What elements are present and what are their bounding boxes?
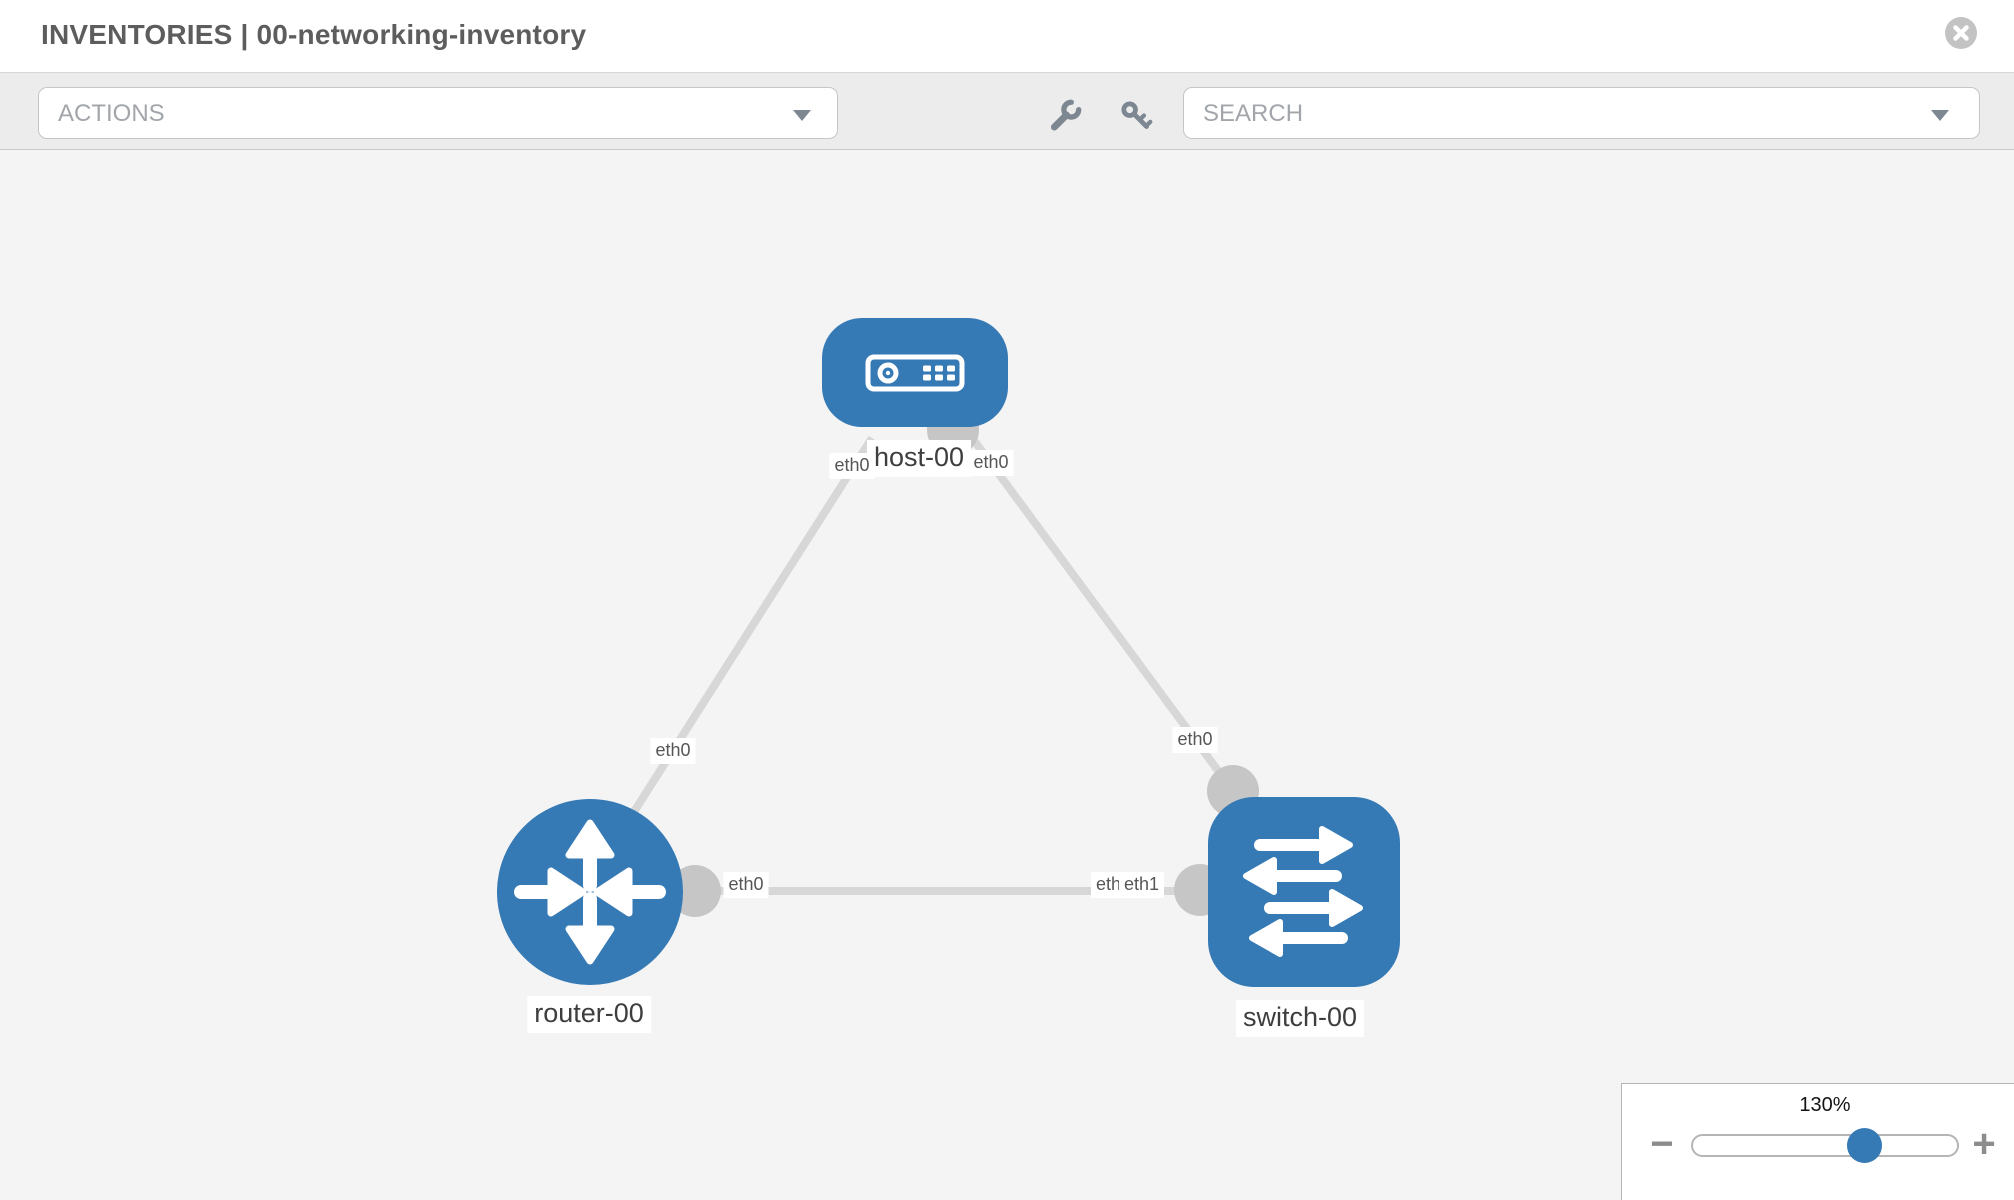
- node-switch-00[interactable]: [1208, 797, 1400, 987]
- page-title: INVENTORIES | 00-networking-inventory: [41, 19, 587, 50]
- zoom-slider-track[interactable]: [1691, 1134, 1959, 1157]
- router-icon: [514, 819, 666, 965]
- node-label-router: router-00: [527, 996, 651, 1033]
- iface-label-host-left: eth0: [829, 453, 875, 479]
- node-label-switch: switch-00: [1235, 1000, 1365, 1037]
- link-lines: [626, 432, 1237, 895]
- header: INVENTORIES | 00-networking-inventory: [0, 0, 2014, 72]
- credentials-button[interactable]: [1118, 98, 1154, 134]
- close-icon: [1945, 17, 1977, 49]
- iface-label-router-top: eth0: [650, 738, 696, 764]
- zoom-slider-thumb[interactable]: [1847, 1128, 1882, 1163]
- configure-button[interactable]: [1048, 98, 1084, 134]
- search-dropdown[interactable]: SEARCH: [1183, 87, 1980, 139]
- wrench-icon: [1050, 99, 1082, 131]
- key-icon: [1121, 101, 1153, 129]
- zoom-out-button[interactable]: −: [1650, 1122, 1674, 1166]
- iface-label-switch-left-eth1: eth1: [1119, 872, 1165, 898]
- node-host-00[interactable]: [822, 318, 1008, 427]
- iface-label-router-right: eth0: [723, 872, 769, 898]
- topology-canvas[interactable]: host-00 router-00 switch-00 eth0 eth0 et…: [0, 150, 2014, 1200]
- node-label-host: host-00: [866, 440, 972, 477]
- switch-icon: [1243, 826, 1363, 957]
- iface-label-host-right: eth0: [968, 450, 1014, 476]
- iface-label-switch-top: eth0: [1172, 727, 1218, 753]
- actions-dropdown-label: ACTIONS: [58, 100, 165, 127]
- actions-dropdown[interactable]: ACTIONS: [38, 87, 838, 139]
- zoom-panel: 130% − +: [1621, 1083, 2014, 1200]
- host-device-icon: [865, 354, 965, 391]
- close-button[interactable]: [1945, 17, 1977, 49]
- zoom-level-value: 130%: [1799, 1094, 1851, 1116]
- toolbar: ACTIONS SEARCH: [0, 72, 2014, 150]
- search-input-placeholder: SEARCH: [1203, 100, 1304, 127]
- chevron-down-icon: [1931, 110, 1949, 121]
- node-router-00[interactable]: [497, 799, 683, 985]
- chevron-down-icon: [793, 110, 811, 121]
- zoom-in-button[interactable]: +: [1972, 1122, 1996, 1166]
